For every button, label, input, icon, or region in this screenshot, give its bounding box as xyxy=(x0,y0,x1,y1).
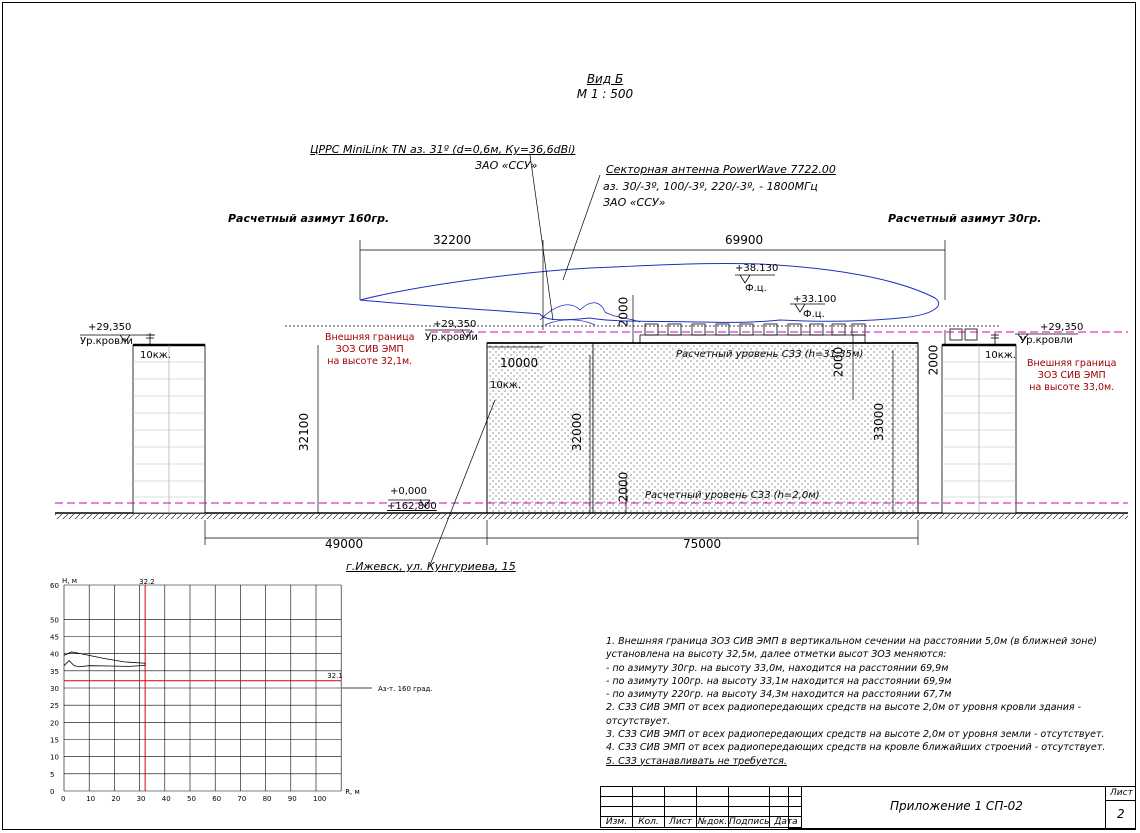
x-tick-label: 100 xyxy=(313,795,326,803)
dim-2000-c: 2000 xyxy=(926,344,941,376)
y-tick-label: 35 xyxy=(50,668,59,676)
dim-32200: 32200 xyxy=(433,233,472,247)
stamp-grid: Изм. Кол. Лист №док. Подпись Дата xyxy=(600,786,803,828)
y-tick-label: 20 xyxy=(50,719,59,727)
floors-right: 10кж. xyxy=(985,350,1016,361)
dim-49000: 49000 xyxy=(325,537,364,551)
y-tick-label: 45 xyxy=(50,634,59,642)
level-top: Расчетный уровень СЗЗ (h=31,35м) xyxy=(676,349,864,360)
dim-2000-d: 2000 xyxy=(616,471,631,503)
y-tick-label: 10 xyxy=(50,754,59,762)
dim-69900: 69900 xyxy=(725,233,764,247)
stamp-col-2: Лист xyxy=(664,816,697,828)
x-tick-label: 60 xyxy=(212,795,221,803)
dim-75000: 75000 xyxy=(683,537,722,551)
view-title: Вид Б xyxy=(586,72,624,86)
x-tick-label: 50 xyxy=(187,795,196,803)
sector-antenna-label: Секторная антенна PowerWave 7722.00 xyxy=(606,163,836,176)
x-tick-label: 40 xyxy=(162,795,171,803)
mark-162800: +162,800 xyxy=(387,501,437,512)
y-tick-label: 5 xyxy=(50,771,54,779)
main-building xyxy=(486,342,919,514)
sector-antenna-params: аз. 30/-3º, 100/-3º, 220/-3º, - 1800МГц xyxy=(603,180,818,193)
vline-label: 32.2 xyxy=(139,578,155,586)
roof-level-left: Ур.кровли xyxy=(80,336,133,347)
y-tick-label: 25 xyxy=(50,702,59,710)
y-tick-label: 0 xyxy=(50,788,54,796)
dim-33000: 33000 xyxy=(872,402,887,442)
sector-antenna-owner: ЗАО «ССУ» xyxy=(603,196,666,209)
note-3: 3. СЗЗ СИВ ЭМП от всех радиопередающих с… xyxy=(606,729,1105,741)
y-tick-label: 15 xyxy=(50,737,59,745)
stamp-col-1: Кол. xyxy=(632,816,665,828)
x-tick-label: 70 xyxy=(237,795,246,803)
x-tick-label: 30 xyxy=(137,795,146,803)
x-tick-label: 20 xyxy=(111,795,120,803)
azimuth-left: Расчетный азимут 160гр. xyxy=(228,212,390,225)
series-0 xyxy=(63,659,146,668)
y-axis-label: H, м xyxy=(62,577,77,585)
note-5: 5. СЗЗ устанавливать не требуется. xyxy=(606,755,787,767)
series-1 xyxy=(63,651,146,664)
mark-fc-2: Ф.ц. xyxy=(803,309,825,320)
y-tick-label: 60 xyxy=(50,582,59,590)
hline-label: 32.1 xyxy=(327,672,343,680)
stamp-col-4: Подпись xyxy=(727,816,771,828)
stamp-col-3: №док. xyxy=(696,816,729,828)
mark-29350-left: +29,350 xyxy=(88,322,132,333)
rrl-antenna-label: ЦРРС MiniLink TN аз. 31º (d=0,6м, Ку=36,… xyxy=(310,143,576,156)
stamp-title: Приложение 1 СП-02 xyxy=(890,799,1023,813)
dim-32000: 32000 xyxy=(570,412,585,452)
dim-32100: 32100 xyxy=(297,412,312,452)
dim-2000-a: 2000 xyxy=(616,296,631,328)
azimuth-right: Расчетный азимут 30гр. xyxy=(888,212,1042,225)
note-1c: - по азимуту 220гр. на высоту 34,3м нахо… xyxy=(606,689,952,701)
y-tick-label: 40 xyxy=(50,651,59,659)
note-1: 1. Внешняя граница ЗОЗ СИВ ЭМП в вертика… xyxy=(606,636,1097,661)
mark-0000: +0,000 xyxy=(390,486,428,497)
floors-left: 10кж. xyxy=(140,350,171,361)
emp-zone-outline xyxy=(359,262,940,323)
view-scale: М 1 : 500 xyxy=(576,87,634,101)
mark-33100: +33.100 xyxy=(793,294,837,305)
note-1b: - по азимуту 100гр. на высоту 33,1м нахо… xyxy=(606,675,952,687)
roof-level-right: Ур.кровли xyxy=(1020,335,1073,346)
rrl-antenna-owner: ЗАО «ССУ» xyxy=(475,159,538,172)
notes-block: 1. Внешняя граница ЗОЗ СИВ ЭМП в вертика… xyxy=(606,635,1126,768)
mark-29350-right: +29,350 xyxy=(1040,322,1084,333)
y-tick-label: 50 xyxy=(50,616,59,624)
mark-fc-1: Ф.ц. xyxy=(745,283,767,294)
stamp-col-0: Изм. xyxy=(600,816,633,828)
level-bottom: Расчетный уровень СЗЗ (h=2,0м) xyxy=(645,490,820,501)
stamp-sheet-label: Лист xyxy=(1110,788,1133,798)
x-tick-label: 80 xyxy=(263,795,272,803)
height-profile-chart: 0 10 20 30 40 50 60 70 80 90 100 0 5 10 15 20 25 30 35 40 45… xyxy=(50,577,433,803)
dim-10000: 10000 xyxy=(500,356,539,370)
roof-level-center: Ур.кровли xyxy=(425,332,478,343)
stamp-col-5: Дата xyxy=(769,816,803,828)
x-tick-label: 90 xyxy=(288,795,297,803)
title-stamp: Изм. Кол. Лист №док. Подпись Дата Прилож… xyxy=(600,786,1136,830)
note-1a: - по азимуту 30гр. на высоту 33,0м, нахо… xyxy=(606,662,949,674)
x-tick-label: 0 xyxy=(61,795,65,803)
legend-label: Аз-т. 160 град. xyxy=(378,685,433,693)
mark-38130: +38.130 xyxy=(735,263,779,274)
note-2: 2. СЗЗ СИВ ЭМП от всех радиопередающих с… xyxy=(606,702,1082,727)
x-axis-label: R, м xyxy=(345,788,360,796)
y-tick-label: 30 xyxy=(50,685,59,693)
mark-29350-center: +29,350 xyxy=(433,319,477,330)
address-label: г.Ижевск, ул. Кунгуриева, 15 xyxy=(346,560,516,573)
x-tick-label: 10 xyxy=(86,795,95,803)
note-4: 4. СЗЗ СИВ ЭМП от всех радиопередающих с… xyxy=(606,742,1106,754)
floors-center: 10кж. xyxy=(490,380,521,391)
ground-hatch xyxy=(55,514,1128,519)
stamp-sheet-no: 2 xyxy=(1117,807,1125,821)
